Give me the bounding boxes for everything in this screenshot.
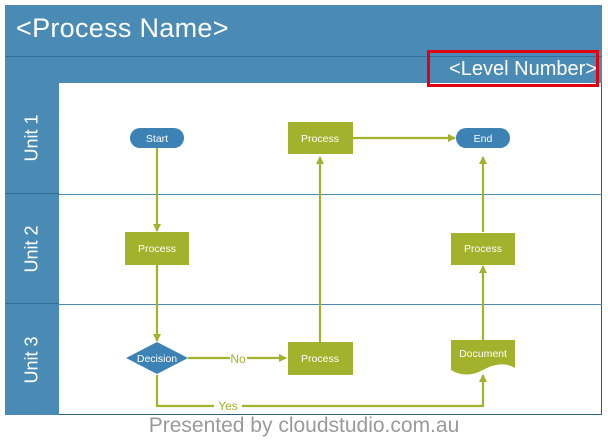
lane-label-unit-2: Unit 2 [5,194,59,304]
document-label: Document [459,348,507,360]
level-number: <Level Number> [449,58,597,80]
process-box: Process [288,342,353,375]
lane-label-unit-3: Unit 3 [5,304,59,415]
title-bar: <Process Name> [5,5,602,56]
process-title: <Process Name> [16,13,229,43]
end-terminal: End [456,128,510,148]
process-label: Process [301,133,339,145]
yes-label: Yes [218,399,238,413]
lane-divider [59,304,602,305]
process-label: Process [301,353,339,365]
end-label: End [474,133,493,145]
no-label: No [230,352,246,366]
start-terminal: Start [130,128,184,148]
footer-credit: Presented by cloudstudio.com.au [148,414,460,437]
level-bar: <Level Number> [5,56,602,83]
document-shape: Document [451,340,515,375]
decision-label: Decision [137,353,177,365]
connector-yes-document [242,374,487,408]
process-label: Process [138,243,176,255]
level-highlight-box [427,50,599,87]
process-box: Process [288,122,353,154]
process-label: Process [464,243,502,255]
decision-diamond: Decision [126,342,188,374]
lane-label-unit-1: Unit 1 [5,83,59,194]
lane-divider [59,194,602,195]
start-label: Start [146,133,168,145]
lane-labels: Unit 1 Unit 2 Unit 3 [5,83,59,415]
connector-decision-yes [155,375,214,408]
process-box: Process [125,232,189,265]
process-box: Process [451,233,515,265]
